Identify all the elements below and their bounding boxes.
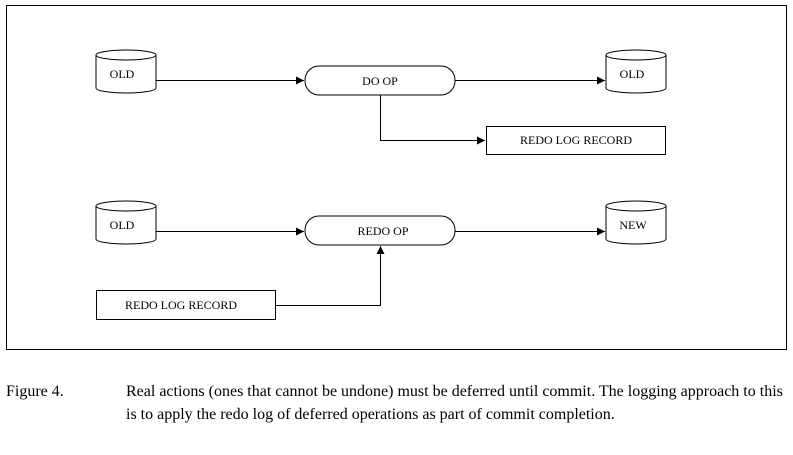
top-arrow-op-to-log — [380, 95, 485, 145]
bottom-source-db-label: OLD — [110, 218, 135, 232]
top-target-db: OLD — [605, 49, 667, 94]
top-source-db: OLD — [95, 49, 157, 94]
top-operation-label: DO OP — [362, 74, 398, 88]
bottom-log-record: REDO LOG RECORD — [96, 290, 276, 320]
top-target-db-label: OLD — [620, 67, 645, 81]
top-log-record: REDO LOG RECORD — [486, 126, 666, 155]
bottom-target-db-label: NEW — [619, 218, 647, 232]
top-log-record-label: REDO LOG RECORD — [520, 133, 632, 147]
bottom-operation-label: REDO OP — [357, 224, 408, 238]
bottom-operation: REDO OP — [304, 215, 456, 246]
bottom-target-db: NEW — [605, 200, 667, 245]
top-operation: DO OP — [304, 65, 456, 96]
caption-text: Real actions (ones that cannot be undone… — [126, 383, 783, 423]
diagram-frame — [6, 5, 787, 350]
figure-diagram: OLD DO OP OLD REDO LOG RECORD OLD REDO O… — [6, 5, 787, 350]
top-source-db-label: OLD — [110, 67, 135, 81]
bottom-log-record-label: REDO LOG RECORD — [125, 298, 237, 312]
bottom-arrow-log-to-op — [276, 246, 385, 306]
caption-number: Figure 4. — [6, 383, 64, 400]
bottom-source-db: OLD — [95, 200, 157, 245]
